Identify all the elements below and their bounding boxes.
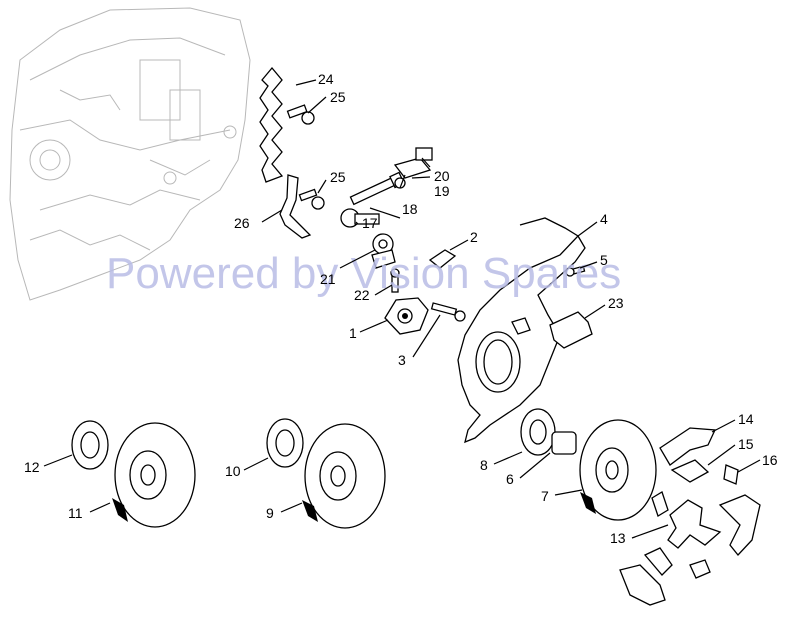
callout-16: 16 <box>762 452 778 468</box>
callout-1: 1 <box>349 325 357 341</box>
callout-22: 22 <box>354 287 370 303</box>
part-5-screw <box>565 265 586 277</box>
part-4-cover-plate <box>457 217 586 444</box>
callout-26: 26 <box>234 215 250 231</box>
part-18-bolt <box>349 171 405 206</box>
clutch-parts <box>619 427 761 606</box>
callout-17: 17 <box>362 215 378 231</box>
callout-15: 15 <box>738 436 754 452</box>
callout-19: 19 <box>434 183 450 199</box>
part-24-plate <box>259 66 284 183</box>
callout-23: 23 <box>608 295 624 311</box>
callout-12: 12 <box>24 459 40 475</box>
callout-4: 4 <box>600 211 608 227</box>
leader-lines <box>43 79 761 539</box>
part-25-screw-lower <box>298 188 325 210</box>
part-26-bracket <box>279 174 312 239</box>
callout-2: 2 <box>470 229 478 245</box>
callout-9: 9 <box>266 505 274 521</box>
part-23-pad <box>549 311 593 349</box>
part-1-oil-pump <box>384 297 429 335</box>
callout-8: 8 <box>480 457 488 473</box>
sprocket-assembly-left <box>71 420 196 528</box>
part-22-screw <box>390 268 400 293</box>
callout-11: 11 <box>68 505 83 521</box>
watermark-text: Powered by Vision Spares <box>106 249 621 298</box>
callout-7: 7 <box>541 488 549 504</box>
part-25-screw-upper <box>286 104 315 125</box>
callout-13: 13 <box>610 530 626 546</box>
part-19-20-bracket <box>393 147 433 189</box>
callout-14: 14 <box>738 411 754 427</box>
part-17-21-adjuster <box>340 208 396 269</box>
callout-18: 18 <box>402 201 418 217</box>
callout-10: 10 <box>225 463 241 479</box>
engine-housing-drawing <box>9 7 251 301</box>
sprocket-assembly-right <box>520 408 657 521</box>
callout-25-lower: 25 <box>330 169 346 185</box>
callout-6: 6 <box>506 471 514 487</box>
callout-labels: 24 25 25 26 20 19 18 17 2 21 22 1 3 4 5 … <box>24 71 778 546</box>
part-3-screw <box>430 302 466 322</box>
callout-25-upper: 25 <box>330 89 346 105</box>
callout-20: 20 <box>434 168 450 184</box>
callout-5: 5 <box>600 252 608 268</box>
sprocket-assembly-middle <box>266 418 386 529</box>
part-2-tensioner <box>428 249 457 269</box>
callout-24: 24 <box>318 71 334 87</box>
callout-21: 21 <box>320 271 336 287</box>
callout-3: 3 <box>398 352 406 368</box>
